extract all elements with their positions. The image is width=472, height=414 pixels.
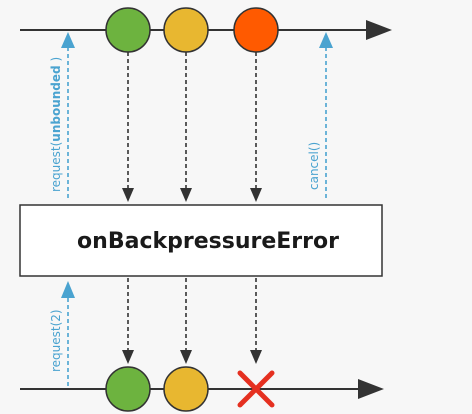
upstream-marbles (105, 7, 279, 53)
downstream-request-label: request(2) (49, 309, 63, 372)
upstream-request-prefix: request( (49, 142, 63, 192)
upstream-marble-orange (233, 7, 279, 53)
downstream-emission-arrows (122, 278, 262, 364)
upstream-request-arg: unbounded (49, 65, 63, 141)
downstream-marble-yellow (163, 366, 209, 412)
error-cross-icon (237, 370, 275, 408)
cancel-arrow (319, 32, 333, 198)
upstream-request-label: request(unbounded ) (49, 57, 63, 192)
upstream-emission-arrows (122, 52, 262, 202)
upstream-request-suffix: ) (49, 57, 63, 66)
downstream-request-arrow (61, 281, 75, 386)
downstream-marble-green (105, 366, 151, 412)
operator-label: onBackpressureError (77, 229, 339, 254)
upstream-marble-green (105, 7, 151, 53)
cancel-label: cancel() (307, 142, 321, 190)
operator-box: onBackpressureError (19, 204, 383, 277)
upstream-marble-yellow (163, 7, 209, 53)
downstream-marbles (105, 366, 209, 412)
upstream-request-arrow (61, 32, 75, 198)
